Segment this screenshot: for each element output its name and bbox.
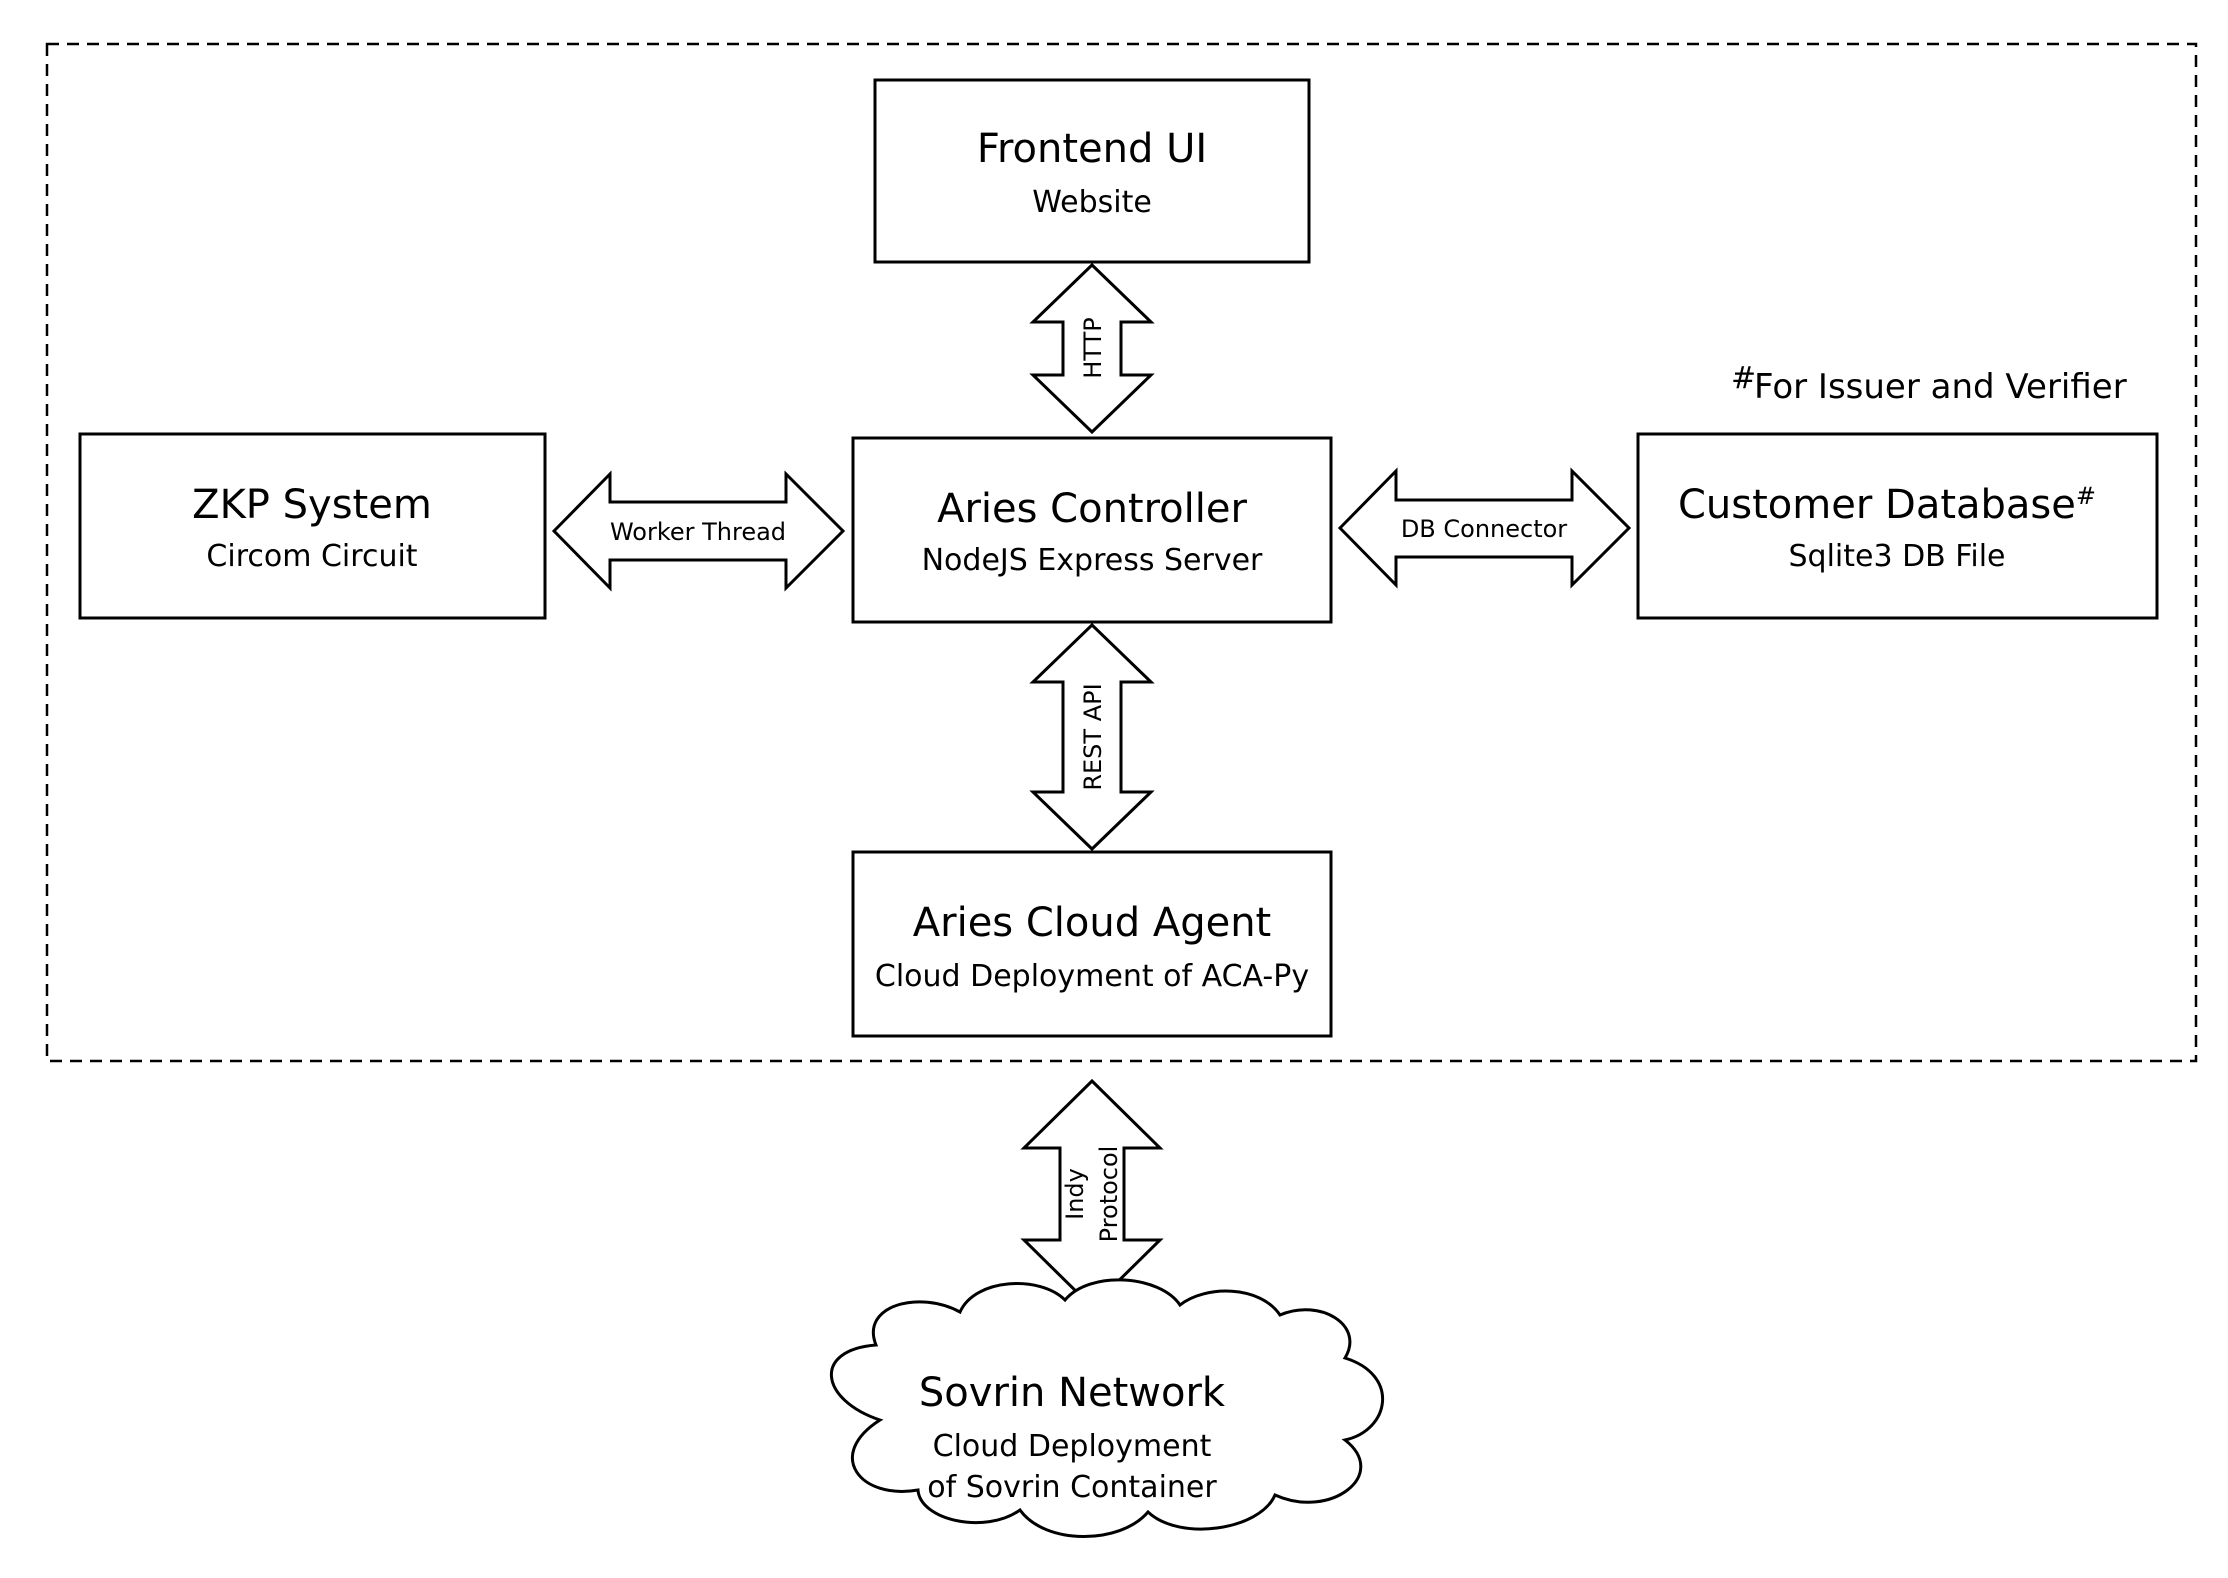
sovrin-network-title: Sovrin Network	[919, 1370, 1226, 1416]
rest-api-arrow: REST API	[1029, 622, 1155, 852]
http-label: HTTP	[1079, 317, 1107, 378]
footnote-mark: #	[1731, 361, 1756, 396]
rest-api-label: REST API	[1079, 683, 1107, 790]
http-arrow: HTTP	[1029, 262, 1155, 435]
indy-protocol-label-line1: Indy	[1061, 1168, 1089, 1220]
customer-database-node: Customer Database# Sqlite3 DB File	[1636, 432, 2159, 620]
customer-database-title-text: Customer Database	[1678, 482, 2076, 528]
zkp-system-title: ZKP System	[192, 482, 432, 528]
aries-controller-title: Aries Controller	[937, 486, 1247, 532]
db-connector-arrow: DB Connector	[1337, 467, 1632, 589]
db-connector-label: DB Connector	[1401, 515, 1567, 543]
frontend-ui-subtitle: Website	[1032, 185, 1152, 220]
cloud-shape	[830, 1278, 1385, 1538]
sovrin-network-node: Sovrin Network Cloud Deployment of Sovri…	[830, 1278, 1385, 1538]
worker-thread-arrow: Worker Thread	[551, 470, 846, 592]
indy-protocol-arrow: Indy Protocol	[1020, 1078, 1164, 1310]
frontend-ui-title: Frontend UI	[977, 126, 1207, 172]
aries-cloud-agent-subtitle: Cloud Deployment of ACA-Py	[875, 959, 1309, 994]
footnote: # For Issuer and Verifier	[1731, 361, 2127, 407]
footnote-text: For Issuer and Verifier	[1754, 367, 2127, 407]
customer-database-title-mark: #	[2076, 482, 2096, 510]
sovrin-network-subtitle-line1: Cloud Deployment	[933, 1429, 1212, 1464]
indy-protocol-label-line2: Protocol	[1095, 1146, 1123, 1243]
frontend-ui-node: Frontend UI Website	[873, 78, 1311, 264]
customer-database-subtitle: Sqlite3 DB File	[1788, 539, 2005, 574]
zkp-system-subtitle: Circom Circuit	[206, 539, 417, 574]
aries-cloud-agent-node: Aries Cloud Agent Cloud Deployment of AC…	[851, 850, 1333, 1038]
zkp-system-node: ZKP System Circom Circuit	[78, 432, 547, 620]
sovrin-network-subtitle-line2: of Sovrin Container	[927, 1470, 1217, 1505]
system-boundary	[45, 42, 2198, 1063]
aries-cloud-agent-title: Aries Cloud Agent	[913, 900, 1271, 946]
customer-database-title: Customer Database#	[1678, 482, 2096, 528]
aries-controller-subtitle: NodeJS Express Server	[922, 543, 1263, 578]
aries-controller-node: Aries Controller NodeJS Express Server	[851, 436, 1333, 624]
worker-thread-label: Worker Thread	[610, 518, 786, 546]
